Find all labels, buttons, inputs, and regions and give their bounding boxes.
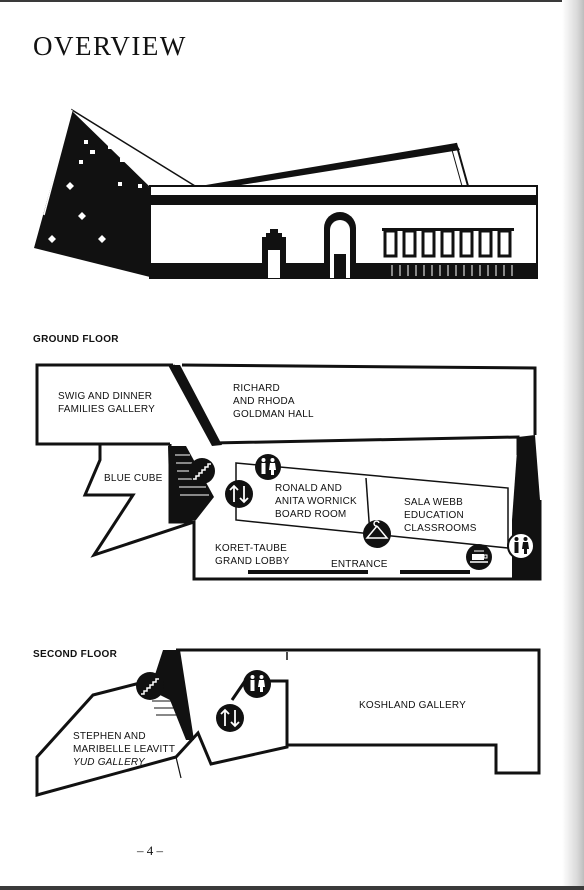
restroom-icon	[243, 670, 271, 698]
page-bottom-edge	[0, 886, 584, 890]
stairs-icon	[189, 458, 215, 484]
yud-gallery-label: YUD GALLERY	[73, 757, 146, 768]
restroom-icon	[255, 454, 281, 480]
coat-check-icon	[363, 520, 391, 548]
wornick-room-label-3: BOARD ROOM	[275, 509, 346, 520]
blue-cube-label: BLUE CUBE	[104, 473, 163, 484]
elevator-icon	[225, 480, 253, 508]
swig-gallery-label-2: FAMILIES GALLERY	[58, 404, 155, 415]
page-top-edge	[0, 0, 584, 2]
stairs-icon	[136, 672, 164, 700]
swig-gallery-label-1: SWIG AND DINNER	[58, 391, 152, 402]
sala-webb-label-2: EDUCATION	[404, 510, 464, 521]
goldman-hall-label-3: GOLDMAN HALL	[233, 409, 314, 420]
koshland-gallery-label: KOSHLAND GALLERY	[359, 700, 466, 711]
ground-floor-heading: GROUND FLOOR	[33, 334, 119, 345]
page-fold-shadow	[562, 0, 584, 890]
second-floor-heading: SECOND FLOOR	[33, 649, 118, 660]
goldman-hall-label-1: RICHARD	[233, 383, 280, 394]
elevator-icon	[216, 704, 244, 732]
goldman-hall-label-2: AND RHODA	[233, 396, 295, 407]
leavitt-gallery-label-1: STEPHEN AND	[73, 731, 146, 742]
sala-webb-label-3: CLASSROOMS	[404, 523, 477, 534]
cafe-icon	[466, 544, 492, 570]
entrance-label: ENTRANCE	[331, 559, 388, 570]
wornick-room-label-1: RONALD AND	[275, 483, 342, 494]
page-title: OVERVIEW	[33, 31, 187, 61]
leavitt-gallery-label-2: MARIBELLE LEAVITT	[73, 744, 175, 755]
lobby-label-2: GRAND LOBBY	[215, 556, 290, 567]
page-number: – 4 –	[137, 843, 163, 858]
sala-webb-label-1: SALA WEBB	[404, 497, 463, 508]
wornick-room-label-2: ANITA WORNICK	[275, 496, 357, 507]
lobby-label-1: KORET-TAUBE	[215, 543, 287, 554]
restroom-icon	[507, 532, 535, 560]
